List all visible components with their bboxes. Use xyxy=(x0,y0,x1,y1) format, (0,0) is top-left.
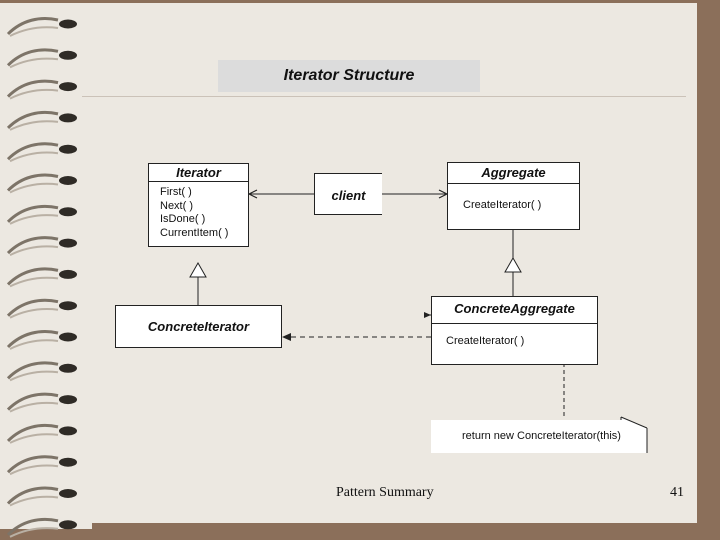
iterator-operations: First( ) Next( ) IsDone( ) CurrentItem( … xyxy=(149,182,248,240)
spiral-binding-icon xyxy=(6,17,77,538)
binding-ring-icon xyxy=(6,204,77,225)
aggregate-operations: CreateIterator( ) xyxy=(448,184,579,213)
note-fold xyxy=(620,416,648,453)
binding-ring-icon xyxy=(6,48,77,69)
aggregate-class-name: Aggregate xyxy=(448,163,579,184)
operation-next: Next( ) xyxy=(160,199,193,212)
operation-is-done: IsDone( ) xyxy=(160,213,206,225)
binding-ring-icon xyxy=(6,486,77,507)
client-class: client xyxy=(314,173,382,215)
operation-current-item: CurrentItem( ) xyxy=(160,226,229,239)
note-shape xyxy=(431,417,647,453)
binding-ring-icon xyxy=(6,298,77,319)
binding-ring-icon xyxy=(6,17,77,37)
concrete-iterator-class: ConcreteIterator xyxy=(115,305,282,348)
iterator-class: Iterator First( ) Next( ) IsDone( ) Curr… xyxy=(148,163,249,247)
instantiates-arrowhead xyxy=(282,333,291,341)
binding-ring-icon xyxy=(6,423,77,444)
concrete-aggregate-class-name: ConcreteAggregate xyxy=(432,297,597,324)
binding-ring-icon xyxy=(6,267,77,288)
footer-text: Pattern Summary xyxy=(336,485,434,500)
binding-ring-icon xyxy=(6,142,77,163)
binding-ring-icon xyxy=(6,392,77,413)
note-text: return new ConcreteIterator(this) xyxy=(462,430,621,442)
page-number: 41 xyxy=(670,485,684,500)
iterator-class-name: Iterator xyxy=(149,164,248,182)
binding-ring-icon xyxy=(6,173,77,194)
aggregate-class: Aggregate CreateIterator( ) xyxy=(447,162,580,230)
binding-ring-icon xyxy=(6,455,77,476)
client-class-name: client xyxy=(331,188,366,203)
dependency-arrowhead-aggregate xyxy=(424,312,431,318)
binding-ring-icon xyxy=(6,79,77,100)
binding-ring-icon xyxy=(6,517,77,538)
implementation-note: return new ConcreteIterator(this) xyxy=(431,417,647,453)
binding-ring-icon xyxy=(6,110,77,131)
concrete-iterator-class-name: ConcreteIterator xyxy=(147,319,250,334)
operation-first: First( ) xyxy=(160,186,192,198)
binding-ring-icon xyxy=(6,330,77,350)
concrete-aggregate-operations: CreateIterator( ) xyxy=(432,324,597,349)
slide-title: Iterator Structure xyxy=(218,60,480,92)
binding-ring-icon xyxy=(6,236,77,256)
title-divider xyxy=(82,96,686,97)
concrete-aggregate-class: ConcreteAggregate CreateIterator( ) xyxy=(431,296,598,365)
operation-create-iterator: CreateIterator( ) xyxy=(463,199,542,211)
aggregate-generalization-triangle xyxy=(504,256,522,273)
binding-ring-icon xyxy=(6,361,77,382)
iterator-generalization-triangle xyxy=(189,261,207,278)
operation-concrete-create-iterator: CreateIterator( ) xyxy=(446,335,525,347)
